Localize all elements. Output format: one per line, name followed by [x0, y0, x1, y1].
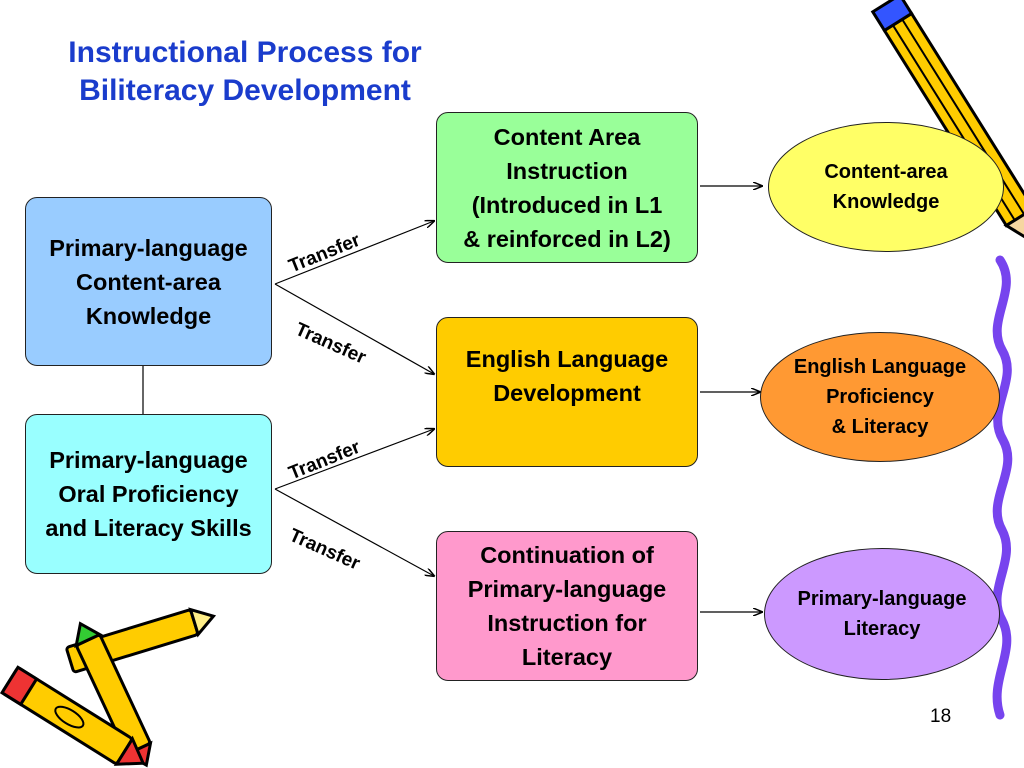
program-box-content-instruction: Content Area Instruction (Introduced in …	[436, 112, 698, 263]
program-box-english-development: English Language Development	[436, 317, 698, 467]
source-box-primary-content: Primary-language Content-area Knowledge	[25, 197, 272, 366]
arrow-oral-to-continuation	[274, 488, 434, 576]
source-label: Primary-language Oral Proficiency and Li…	[45, 447, 252, 541]
program-label: Content Area Instruction (Introduced in …	[463, 123, 671, 252]
outcome-oval-content-knowledge: Content-area Knowledge	[768, 122, 1004, 252]
program-label: Continuation of Primary-language Instruc…	[467, 542, 667, 670]
arrow-content-to-instruction	[274, 221, 434, 285]
title-line-2: Biliteracy Development	[79, 74, 411, 107]
program-label: English Language Development	[465, 346, 669, 406]
source-box-primary-oral: Primary-language Oral Proficiency and Li…	[25, 414, 272, 574]
arrow-content-to-eld	[274, 283, 434, 374]
outcome-oval-english-proficiency: English Language Proficiency & Literacy	[760, 332, 1000, 462]
program-box-primary-continuation: Continuation of Primary-language Instruc…	[436, 531, 698, 681]
arrow-oral-to-eld	[274, 429, 434, 490]
slide-title: Instructional Process for Biliteracy Dev…	[30, 34, 460, 110]
title-line-1: Instructional Process for	[68, 36, 422, 69]
outcome-oval-primary-literacy: Primary-language Literacy	[764, 548, 1000, 680]
page-number: 18	[930, 706, 952, 727]
source-label: Primary-language Content-area Knowledge	[49, 234, 248, 329]
